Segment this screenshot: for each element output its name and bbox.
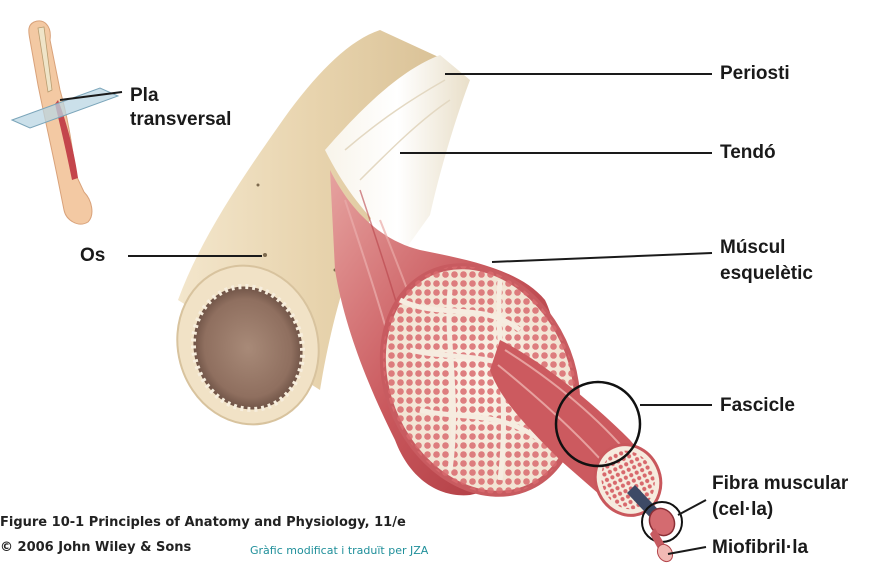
leader-fibra — [678, 500, 706, 515]
label-miofibril: Miofibril·la — [712, 536, 808, 559]
label-cella: (cel·la) — [712, 498, 773, 521]
label-esqueletic: esquelètic — [720, 262, 813, 285]
figure-citation: Figure 10-1 Principles of Anatomy and Ph… — [0, 515, 406, 530]
copyright-line: © 2006 John Wiley & Sons — [0, 540, 191, 555]
label-pla: Pla — [130, 84, 159, 107]
label-periosti: Periosti — [720, 62, 790, 85]
leader-miofibril — [668, 547, 706, 554]
translation-credit: Gràfic modificat i traduït per JZA — [250, 544, 428, 557]
label-fascicle: Fascicle — [720, 394, 795, 417]
leader-muscul — [492, 253, 712, 262]
label-fibra-muscular: Fibra muscular — [712, 472, 848, 495]
label-os: Os — [80, 244, 105, 267]
label-muscul: Múscul — [720, 236, 785, 259]
arm-thumbnail — [12, 21, 118, 224]
label-tendo: Tendó — [720, 141, 776, 164]
label-transversal: transversal — [130, 108, 231, 131]
